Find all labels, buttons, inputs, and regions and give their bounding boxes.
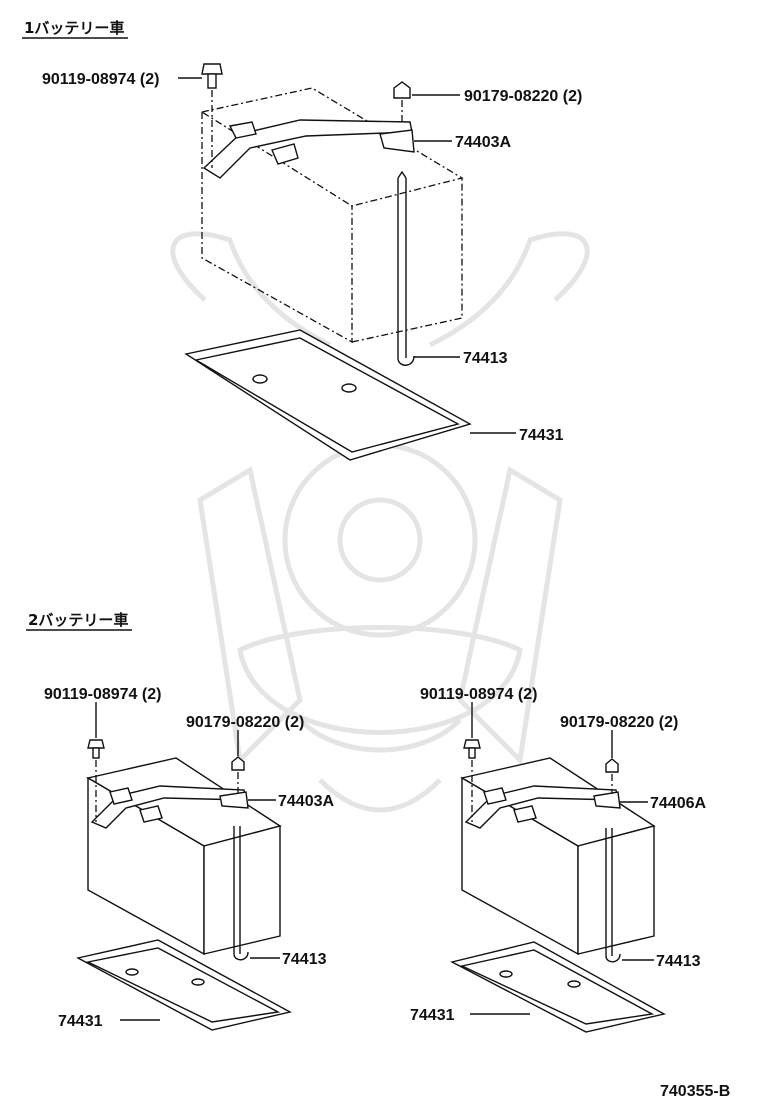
callout-bolt: 90119-08974 (2) bbox=[420, 686, 537, 703]
callout-rod: 74413 bbox=[656, 953, 701, 970]
battery-clamp bbox=[202, 119, 415, 179]
callout-bolt: 90119-08974 (2) bbox=[44, 686, 161, 703]
callout-clamp: 74403A bbox=[455, 134, 511, 151]
battery-outline bbox=[200, 87, 464, 344]
hold-down-rod bbox=[233, 826, 249, 961]
callout-tray: 74431 bbox=[410, 1007, 455, 1024]
callout-tray: 74431 bbox=[58, 1013, 103, 1030]
watermark-emblem bbox=[170, 231, 590, 813]
battery-clamp bbox=[464, 785, 621, 829]
nut-icon bbox=[605, 758, 619, 794]
hold-down-rod bbox=[397, 170, 415, 366]
section-2-battery: 2バッテリー車 bbox=[26, 611, 706, 1033]
callout-clamp: 74403A bbox=[278, 793, 334, 810]
callout-rod: 74413 bbox=[282, 951, 327, 968]
callout-nut: 90179-08220 (2) bbox=[560, 714, 678, 731]
section-heading: 1バッテリー車 bbox=[24, 19, 124, 37]
callout-bolt: 90119-08974 (2) bbox=[42, 71, 159, 88]
section-1-battery: 1バッテリー車 bbox=[22, 19, 582, 461]
battery-outline bbox=[460, 757, 656, 956]
leader-lines bbox=[95, 702, 280, 1021]
illustration-id: 740355-B bbox=[660, 1083, 730, 1100]
section-heading: 2バッテリー車 bbox=[28, 611, 128, 629]
bolt-icon bbox=[87, 739, 105, 822]
callout-rod: 74413 bbox=[463, 350, 508, 367]
battery-outline bbox=[86, 757, 282, 956]
nut-icon bbox=[393, 81, 411, 124]
view-right: 90119-08974 (2) 90179-08220 (2) 74406A 7… bbox=[410, 686, 706, 1033]
battery-tray bbox=[76, 939, 292, 1031]
battery-tray bbox=[184, 329, 472, 461]
nut-icon bbox=[231, 756, 245, 794]
bolt-icon bbox=[463, 739, 481, 822]
callout-clamp: 74406A bbox=[650, 795, 706, 812]
battery-tray bbox=[450, 941, 666, 1033]
view-left: 90119-08974 (2) 90179-08220 (2) 74403A 7… bbox=[44, 686, 334, 1031]
leader-lines bbox=[470, 702, 654, 1015]
bolt-icon bbox=[201, 63, 223, 168]
callout-nut: 90179-08220 (2) bbox=[186, 714, 304, 731]
leader-lines bbox=[178, 77, 516, 434]
battery-clamp bbox=[90, 785, 249, 829]
hold-down-rod bbox=[605, 828, 621, 963]
callout-tray: 74431 bbox=[519, 427, 564, 444]
callout-nut: 90179-08220 (2) bbox=[464, 88, 582, 105]
